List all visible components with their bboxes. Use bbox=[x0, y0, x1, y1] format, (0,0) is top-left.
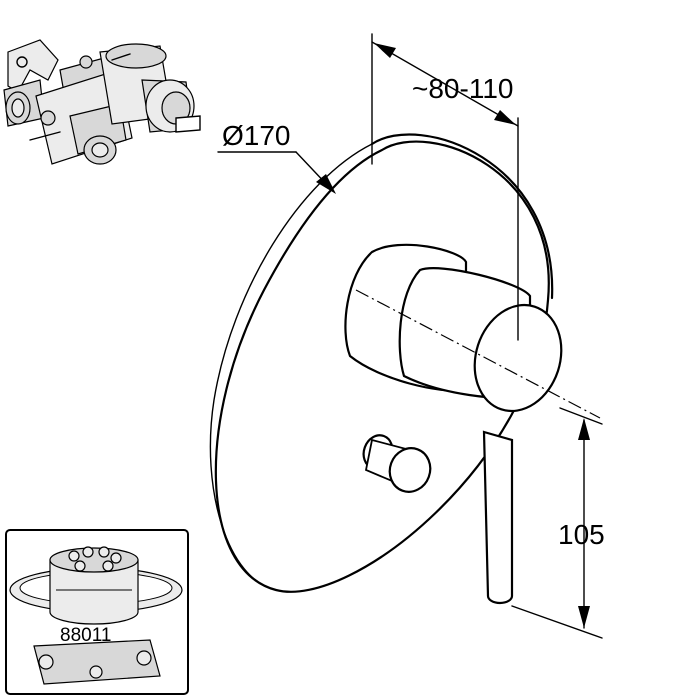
dimension-diameter: Ø170 bbox=[217, 120, 336, 194]
centerline bbox=[355, 289, 601, 419]
diameter-label: Ø170 bbox=[222, 120, 291, 151]
inset-panel: 88011 bbox=[5, 529, 189, 695]
valve-body-illustration bbox=[3, 39, 201, 165]
diverter-knob bbox=[362, 434, 432, 493]
height-label: 105 bbox=[558, 519, 605, 550]
dimension-height: 105 bbox=[511, 407, 605, 639]
inset-part-number: 88011 bbox=[60, 625, 111, 646]
lever-handle bbox=[344, 243, 601, 605]
projection-label: ~80-110 bbox=[412, 73, 513, 104]
dimension-projection: ~80-110 bbox=[371, 33, 519, 341]
